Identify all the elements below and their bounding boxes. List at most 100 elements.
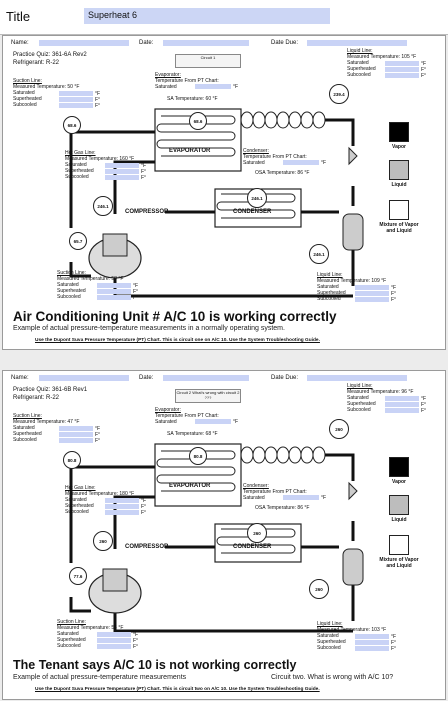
- evaporator-unit: °F: [233, 419, 239, 425]
- liquid-bottom-subcooled-field[interactable]: [355, 646, 389, 651]
- suction-bottom-subcooled-field[interactable]: [97, 295, 131, 300]
- hot-gas-subcooled-field[interactable]: [105, 175, 139, 180]
- hot-gas-block: Hot Gas Line: Measured Temperature: 180 …: [65, 485, 134, 515]
- liquid-bottom-saturated-field[interactable]: [355, 285, 389, 290]
- row-label: Subcooled: [347, 72, 371, 78]
- liquid-top-unit: F°: [421, 73, 427, 79]
- suction-bottom-unit: F°: [133, 638, 139, 644]
- row-label: Superheated: [57, 288, 86, 294]
- mixture-legend-label: Mixture of Vapor and Liquid: [379, 557, 419, 569]
- suction-bottom-superheat-field[interactable]: [97, 638, 131, 643]
- row-label: Saturated: [57, 631, 79, 637]
- liquid-bottom-saturated-field[interactable]: [355, 634, 389, 639]
- liquid-top-saturated-field[interactable]: [385, 396, 419, 401]
- suction-top-head: Suction Line:: [13, 413, 42, 419]
- suction-bottom-saturated-field[interactable]: [97, 283, 131, 288]
- suction-top-saturated-field[interactable]: [59, 426, 93, 431]
- gauge-liquid-bottom: 260: [309, 579, 329, 599]
- hot-gas-saturated-field[interactable]: [105, 163, 139, 168]
- hot-gas-superheat-field[interactable]: [105, 169, 139, 174]
- hot-gas-subcooled-field[interactable]: [105, 510, 139, 515]
- row-label: Superheated: [317, 290, 346, 296]
- title-label: Title: [6, 9, 31, 24]
- suction-bottom-superheat-field[interactable]: [97, 289, 131, 294]
- hot-gas-saturated-field[interactable]: [105, 498, 139, 503]
- evaporator-saturated-field[interactable]: [195, 84, 231, 89]
- hot-gas-unit: °F: [141, 163, 147, 169]
- suction-bottom-saturated-field[interactable]: [97, 632, 131, 637]
- suction-top-row: Superheated: [13, 431, 79, 437]
- suction-bottom-unit: °F: [133, 632, 139, 638]
- big-title: Air Conditioning Unit # A/C 10 is workin…: [13, 309, 337, 324]
- date-due-label: Date Due:: [271, 40, 299, 46]
- liquid-top-superheat-field[interactable]: [385, 67, 419, 72]
- suction-bottom-head: Suction Line:: [57, 619, 86, 625]
- row-label: Saturated: [57, 282, 79, 288]
- liquid-bottom-unit: F°: [391, 291, 397, 297]
- quiz-title: Practice Quiz: 361-6A Rev2: [13, 52, 87, 58]
- name-field[interactable]: [39, 40, 129, 46]
- worksheet-1: Name: Date: Date Due: Practice Quiz: 361…: [2, 35, 446, 350]
- gauge-liquid-top: 260: [329, 419, 349, 439]
- liquid-bottom-unit: F°: [391, 297, 397, 303]
- liquid-bottom-head: Liquid Line:: [317, 621, 343, 627]
- suction-top-superheat-field[interactable]: [59, 432, 93, 437]
- evaporator-saturated-field[interactable]: [195, 419, 231, 424]
- liquid-bottom-superheat-field[interactable]: [355, 291, 389, 296]
- suction-bottom-unit: F°: [133, 644, 139, 650]
- date-due-label: Date Due:: [271, 375, 299, 381]
- liquid-top-unit: F°: [421, 402, 427, 408]
- evaporator-head: Evaporator:: [155, 407, 181, 413]
- suction-top-block: Suction Line: Measured Temperature: 47 °…: [13, 413, 79, 443]
- liquid-top-saturated-field[interactable]: [385, 61, 419, 66]
- suction-top-subcooled-field[interactable]: [59, 103, 93, 108]
- sa-temperature: SA Temperature: 60 °F: [167, 96, 218, 102]
- date-due-field[interactable]: [307, 375, 407, 381]
- suction-bottom-unit: F°: [133, 289, 139, 295]
- suction-bottom-subcooled-field[interactable]: [97, 644, 131, 649]
- evaporator-saturated-label: Saturated: [155, 84, 177, 90]
- liquid-top-unit: °F: [421, 61, 427, 67]
- row-label: Saturated: [317, 284, 339, 290]
- suction-top-saturated-field[interactable]: [59, 91, 93, 96]
- condenser-block: Condenser: Temperature From PT Chart: Sa…: [243, 483, 307, 501]
- liquid-bottom-superheat-field[interactable]: [355, 640, 389, 645]
- name-field[interactable]: [39, 375, 129, 381]
- title-value: Superheat 6: [88, 10, 138, 20]
- suction-top-superheat-field[interactable]: [59, 97, 93, 102]
- liquid-bottom-block: Liquid Line: Measured Temperature: 103 °…: [317, 621, 386, 651]
- liquid-top-head: Liquid Line:: [347, 383, 373, 389]
- liquid-top-superheat-field[interactable]: [385, 402, 419, 407]
- suction-bottom-unit: °F: [133, 283, 139, 289]
- liquid-top-block: Liquid Line: Measured Temperature: 105 °…: [347, 48, 416, 78]
- evaporator-pt-label: Temperature From PT Chart:: [155, 78, 219, 84]
- liquid-top-subcooled-field[interactable]: [385, 408, 419, 413]
- suction-top-unit: °F: [95, 91, 101, 97]
- mixture-swatch: [389, 535, 409, 555]
- condenser-saturated-field[interactable]: [283, 160, 319, 165]
- circuit-box: Circuit 1: [175, 54, 241, 68]
- date-field[interactable]: [163, 375, 249, 381]
- gauge-hot-gas: 260: [93, 531, 113, 551]
- evaporator-block: Evaporator: Temperature From PT Chart: S…: [155, 407, 219, 425]
- suction-top-head: Suction Line:: [13, 78, 42, 84]
- date-label: Date:: [139, 375, 154, 381]
- compressor-label: COMPRESSOR: [125, 544, 169, 550]
- date-due-field[interactable]: [307, 40, 407, 46]
- condenser-saturated-field[interactable]: [283, 495, 319, 500]
- hot-gas-unit: °F: [141, 498, 147, 504]
- row-label: Superheated: [347, 66, 376, 72]
- title-field[interactable]: [84, 8, 330, 24]
- suction-bottom-block: Suction Line: Measured Temperature: 58 °…: [57, 619, 123, 649]
- liquid-top-unit: F°: [421, 67, 427, 73]
- date-field[interactable]: [163, 40, 249, 46]
- liquid-top-subcooled-field[interactable]: [385, 73, 419, 78]
- hot-gas-superheat-field[interactable]: [105, 504, 139, 509]
- suction-top-measured: Measured Temperature: 50 °F: [13, 84, 80, 90]
- suction-bottom-unit: F°: [133, 295, 139, 301]
- suction-top-subcooled-field[interactable]: [59, 438, 93, 443]
- footer-note: Use the Dupont Suva Pressure Temperature…: [35, 338, 320, 343]
- hot-gas-head: Hot Gas Line:: [65, 485, 96, 491]
- gauge-suction-top: 80.8: [63, 451, 81, 469]
- liquid-bottom-subcooled-field[interactable]: [355, 297, 389, 302]
